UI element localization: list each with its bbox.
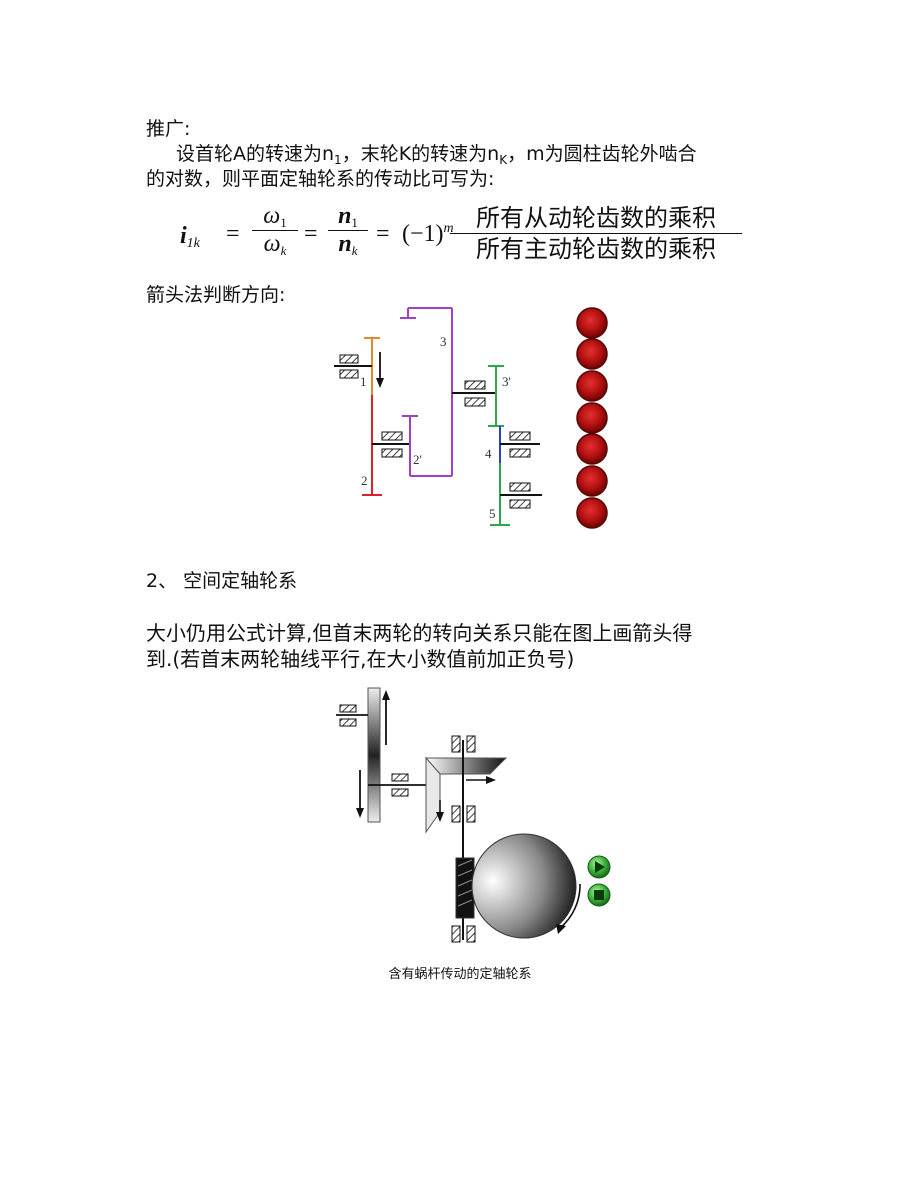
intro-line1-sub2: K [499,153,508,167]
ratio-numerator: 所有从动轮齿数的乘积 [476,204,716,232]
spur-gear-input [336,687,390,823]
label-gear-4: 4 [485,446,492,461]
omega-numerator: ω1 [263,203,287,230]
formula-sign: (−1)m [402,221,454,247]
transmission-ratio-formula: i1k = ω1 ωk = n1 nk = (−1)m 所有从动轮齿数的乘积 所… [180,203,760,273]
formula-eq-3: = [376,221,390,247]
figure-caption: 含有蜗杆传动的定轴轮系 [388,967,532,982]
formula-eq-2: = [304,221,318,247]
formula-omega-fraction: ω1 ωk [252,203,298,258]
intro-line1-c: ，m为圆柱齿轮外啮合 [507,143,697,165]
red-step-button-3[interactable] [576,370,608,402]
worm [455,857,475,919]
section-2-title: 2、 空间定轴轮系 [146,570,298,592]
spur-gear-middle [356,770,432,818]
label-gear-1: 1 [360,374,367,389]
label-gear-5: 5 [489,506,496,521]
label-gear-2-prime: 2' [413,452,422,467]
red-button-column [576,307,608,529]
planar-gear-train-diagram: 1 2 2' 3 3' 4 5 [334,307,608,529]
gear-3-prime [488,365,504,427]
red-step-button-5[interactable] [576,433,608,465]
bevel-gear-pair [424,756,508,834]
red-step-button-4[interactable] [576,402,608,434]
arrow-method-heading: 箭头法判断方向: [146,284,286,306]
stop-icon [594,890,604,900]
gear-5 [490,463,542,526]
omega-denominator: ωk [263,231,287,258]
gear-2-prime-and-3 [400,307,496,477]
label-gear-3: 3 [440,334,447,349]
section-2-para-line-1: 大小仍用公式计算,但首末两轮的转向关系只能在图上画箭头得 [146,621,693,645]
label-gear-3-prime: 3' [502,374,511,389]
red-step-button-7[interactable] [576,497,608,529]
red-step-button-2[interactable] [576,338,608,370]
n-denominator: nk [338,231,358,258]
formula-teeth-ratio: 所有从动轮齿数的乘积 所有主动轮齿数的乘积 [450,203,742,264]
formula-i: i1k [180,223,200,251]
formula-n-fraction: n1 nk [328,203,368,258]
gear-1 [334,337,384,395]
spatial-gear-train-diagram [336,687,611,943]
section-2-para-line-2: 到.(若首末两轮轴线平行,在大小数值前加正负号) [146,647,575,671]
label-gear-2: 2 [361,473,368,488]
play-button[interactable] [587,855,611,879]
n-numerator: n1 [338,203,358,230]
intro-line-1: 设首轮A的转速为n1，末轮K的转速为nK，m为圆柱齿轮外啮合 [176,141,697,167]
intro-line-2: 的对数，则平面定轴轮系的传动比可写为: [146,168,495,190]
intro-line1-b: ，末轮K的转速为n [341,143,500,165]
gear-4 [499,426,540,463]
red-step-button-1[interactable] [576,307,608,339]
stop-button[interactable] [587,883,611,907]
intro-line1-a: 设首轮A的转速为n [176,143,335,165]
gear-2 [362,395,410,496]
worm-wheel [471,833,581,939]
intro-line1-sub1: 1 [334,153,342,167]
formula-eq-1: = [226,221,240,247]
red-step-button-6[interactable] [576,465,608,497]
heading-generalization: 推广: [146,118,191,140]
ratio-denominator: 所有主动轮齿数的乘积 [476,235,716,263]
play-icon [595,861,605,873]
